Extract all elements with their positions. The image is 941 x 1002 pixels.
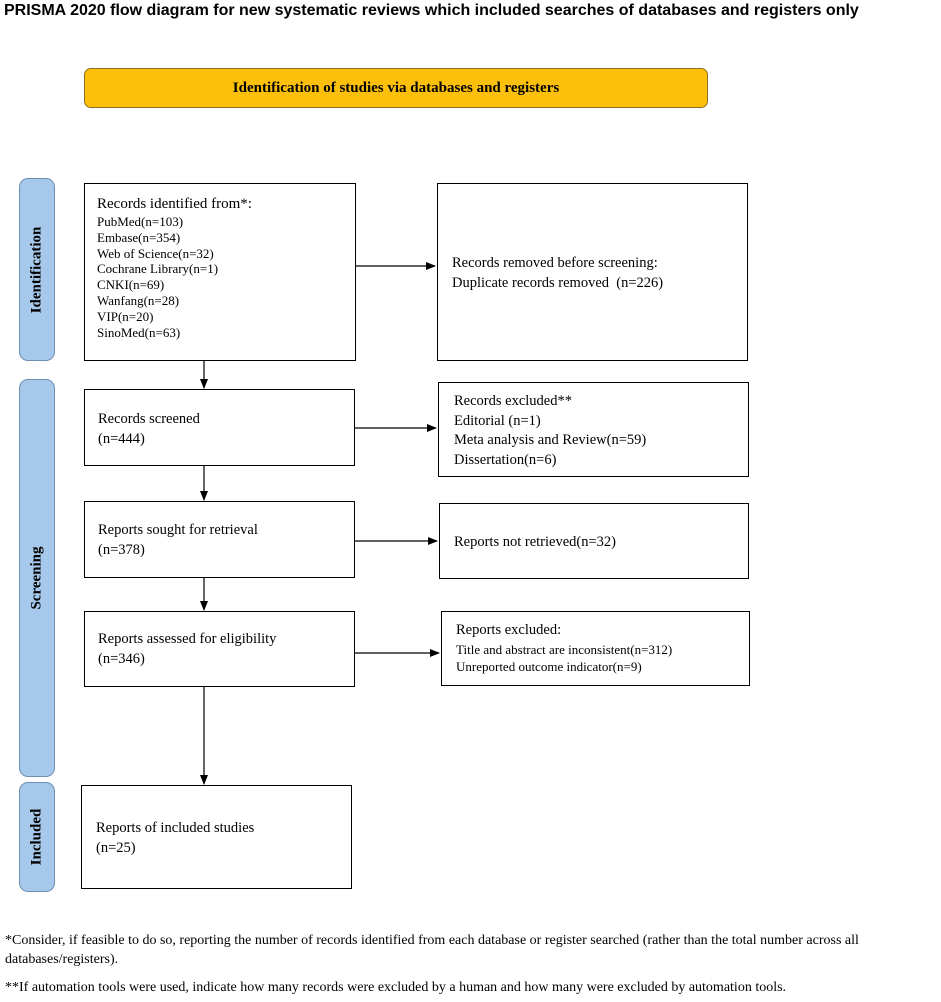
source-pubmed: PubMed(n=103) <box>97 214 184 229</box>
banner-label: Identification of studies via databases … <box>232 79 560 96</box>
duplicates-removed: Duplicate records removed (n=226) <box>452 274 664 291</box>
records-screened-box: Records screened (n=444) <box>84 389 355 466</box>
records-removed-heading: Records removed before screening: <box>452 255 658 271</box>
reports-sought-box: Reports sought for retrieval (n=378) <box>84 501 355 578</box>
phase-included: Included <box>19 782 55 892</box>
excluded-unreported-outcome: Unreported outcome indicator(n=9) <box>456 658 642 674</box>
records-identified-box: Records identified from*: PubMed(n=103) … <box>84 183 356 361</box>
records-screened-count: (n=444) <box>98 430 145 447</box>
identification-banner: Identification of studies via databases … <box>84 68 708 108</box>
phase-screening: Screening <box>19 379 55 777</box>
excluded-meta-analysis: Meta analysis and Review(n=59) <box>454 432 647 448</box>
excluded-editorial: Editorial (n=1) <box>454 412 541 429</box>
reports-assessed-label: Reports assessed for eligibility <box>98 631 277 647</box>
reports-not-retrieved-box: Reports not retrieved(n=32) <box>439 503 749 579</box>
records-removed-box: Records removed before screening: Duplic… <box>437 183 748 361</box>
reports-excluded-box: Reports excluded: Title and abstract are… <box>441 611 750 686</box>
source-web-of-science: Web of Science(n=32) <box>97 245 214 261</box>
footnote-consider: *Consider, if feasible to do so, reporti… <box>5 933 859 967</box>
records-excluded-box: Records excluded** Editorial (n=1) Meta … <box>438 382 749 477</box>
records-excluded-heading: Records excluded** <box>454 393 572 409</box>
source-cnki: CNKI(n=69) <box>97 277 165 293</box>
reports-not-retrieved-label: Reports not retrieved(n=32) <box>454 534 616 550</box>
source-embase: Embase(n=354) <box>97 229 181 245</box>
included-studies-box: Reports of included studies (n=25) <box>81 785 352 889</box>
records-identified-heading: Records identified from*: <box>97 196 252 212</box>
source-vip: VIP(n=20) <box>97 308 154 324</box>
excluded-title-abstract: Title and abstract are inconsistent(n=31… <box>456 641 673 657</box>
reports-assessed-box: Reports assessed for eligibility (n=346) <box>84 611 355 687</box>
reports-excluded-heading: Reports excluded: <box>456 622 562 638</box>
reports-sought-label: Reports sought for retrieval <box>98 522 258 538</box>
footnote-automation: **If automation tools were used, indicat… <box>5 980 787 995</box>
source-cochrane: Cochrane Library(n=1) <box>97 261 219 277</box>
source-wanfang: Wanfang(n=28) <box>97 292 180 308</box>
source-sinomed: SinoMed(n=63) <box>97 324 181 340</box>
reports-sought-count: (n=378) <box>98 541 145 558</box>
included-studies-label: Reports of included studies <box>96 820 255 836</box>
reports-assessed-count: (n=346) <box>98 650 145 667</box>
records-screened-label: Records screened <box>98 411 200 427</box>
phase-identification: Identification <box>19 178 55 361</box>
included-studies-count: (n=25) <box>96 839 136 856</box>
excluded-dissertation: Dissertation(n=6) <box>454 451 557 468</box>
page-title: PRISMA 2020 flow diagram for new systema… <box>4 2 859 19</box>
